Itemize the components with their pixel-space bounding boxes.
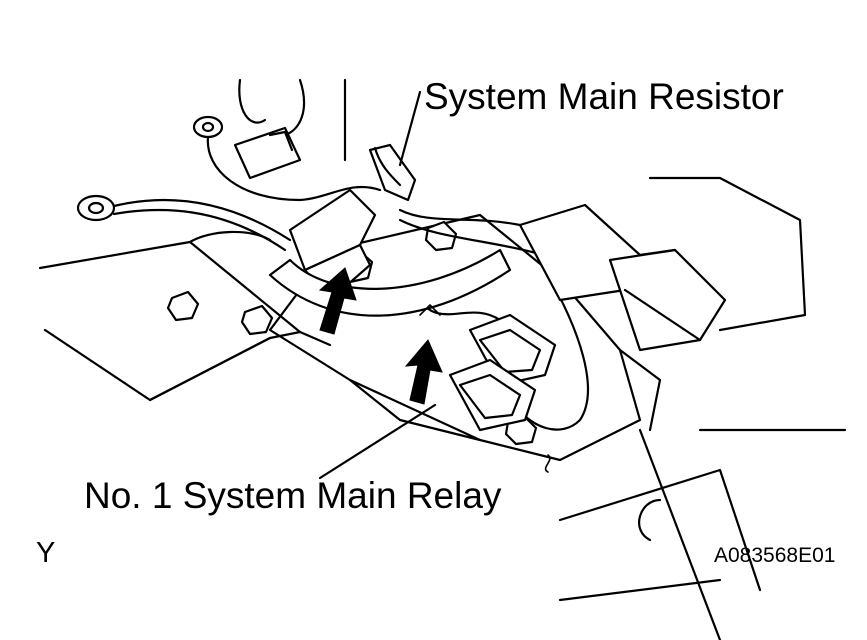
wiring-harness: [76, 78, 642, 431]
system-main-relay-label: No. 1 System Main Relay: [84, 475, 502, 516]
bolts: [166, 220, 538, 446]
view-letter: Y: [36, 537, 56, 569]
up-arrow-icon: [404, 339, 443, 405]
no1-system-main-relay: [448, 313, 557, 432]
relay-connector: [288, 188, 727, 352]
leader-lines: [318, 90, 551, 480]
up-arrow-icon: [318, 267, 357, 335]
body-panels: [38, 176, 847, 640]
figure-code: A083568E01: [714, 544, 836, 567]
system-main-resistor: [368, 143, 417, 202]
system-main-resistor-label: System Main Resistor: [424, 76, 784, 117]
relay-bracket: [268, 213, 662, 462]
